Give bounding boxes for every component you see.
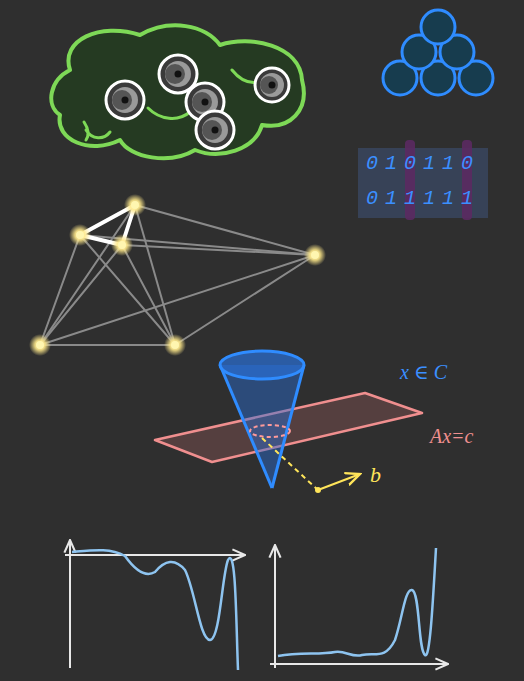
binary-row: 010110 — [366, 154, 480, 174]
left-plot — [65, 540, 245, 670]
ball-pyramid — [383, 10, 493, 95]
set-label: x ∈ C — [400, 362, 447, 382]
vector-label: b — [370, 464, 381, 486]
right-plot — [270, 545, 448, 668]
constraint-label: Ax=c — [430, 426, 473, 446]
binary-row: 011111 — [366, 189, 480, 209]
binary-panel — [358, 140, 488, 220]
cell-blob — [51, 25, 303, 158]
point-graph — [29, 194, 326, 356]
cone-plane — [155, 351, 422, 493]
eyes — [106, 55, 289, 149]
